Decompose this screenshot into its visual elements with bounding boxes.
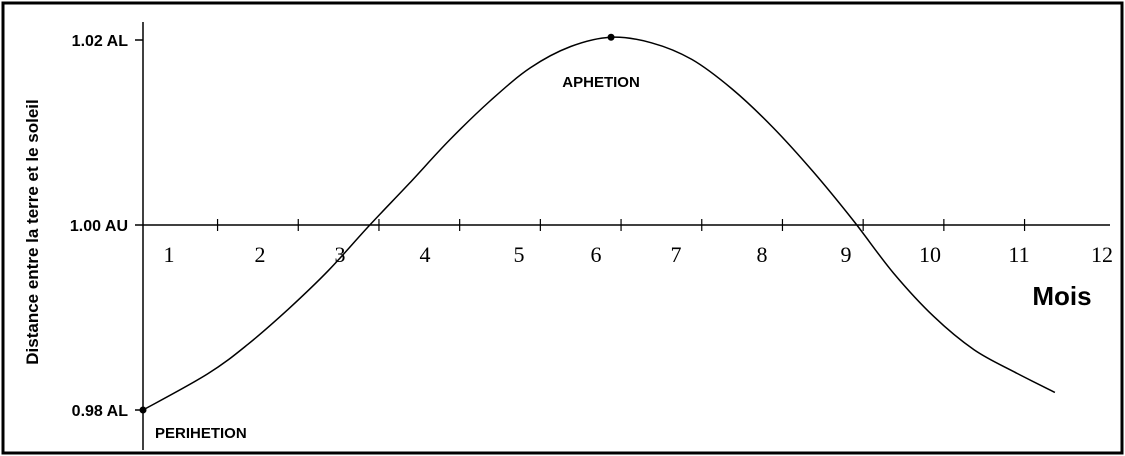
x-tick-label: 3: [335, 242, 346, 267]
x-tick-label: 9: [841, 242, 852, 267]
x-tick-label: 10: [919, 242, 941, 267]
y-axis-label: Distance entre la terre et le soleil: [23, 99, 42, 365]
y-tick-label: 1.02 AL: [72, 33, 129, 50]
x-tick-label: 5: [514, 242, 525, 267]
aphelion-label: APHETION: [562, 74, 640, 91]
perihelion-point: [139, 406, 147, 414]
aphelion-point: [607, 33, 615, 41]
x-tick-label: 8: [757, 242, 768, 267]
x-tick-label: 6: [591, 242, 602, 267]
x-tick-label: 2: [255, 242, 266, 267]
x-tick-label: 4: [420, 242, 431, 267]
x-tick-label: 7: [671, 242, 682, 267]
axes: [142, 22, 1110, 450]
x-tick-label: 12: [1091, 242, 1113, 267]
x-tick-label: 1: [164, 242, 175, 267]
perihelion-label: PERIHETION: [155, 425, 247, 442]
extremum-points: [139, 33, 615, 414]
y-tick-label: 0.98 AL: [72, 403, 129, 420]
x-axis-label: Mois: [1032, 281, 1091, 311]
annotations: APHETION PERIHETION: [155, 74, 640, 442]
y-tick-labels: 1.02 AL 1.00 AU 0.98 AL: [70, 33, 143, 420]
y-tick-label: 1.00 AU: [70, 218, 128, 235]
x-tick-label: 11: [1008, 242, 1029, 267]
